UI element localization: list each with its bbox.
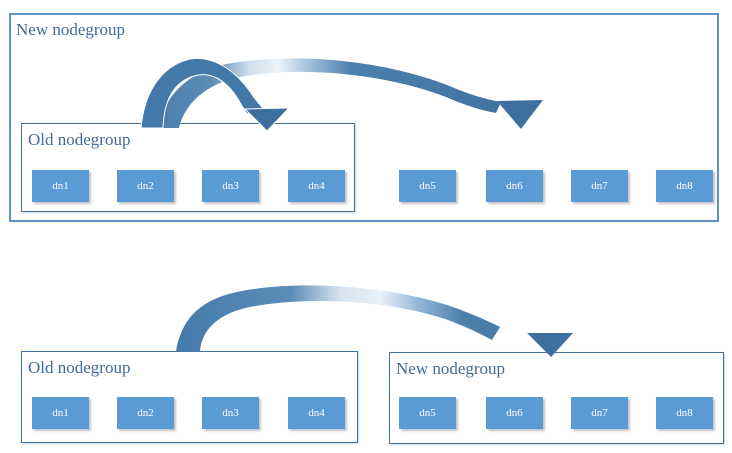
node-dn3: dn3 xyxy=(202,397,259,429)
node-dn1: dn1 xyxy=(32,170,89,202)
node-dn5: dn5 xyxy=(399,170,456,202)
node-dn2: dn2 xyxy=(117,397,174,429)
node-dn4: dn4 xyxy=(288,170,345,202)
node-dn7: dn7 xyxy=(571,397,628,429)
node-dn2: dn2 xyxy=(117,170,174,202)
node-dn4: dn4 xyxy=(288,397,345,429)
top-new-nodegroup-box xyxy=(9,13,719,222)
top-old-nodegroup-label: Old nodegroup xyxy=(28,130,131,149)
node-dn8: dn8 xyxy=(656,397,713,429)
bottom-old-nodegroup-label: Old nodegroup xyxy=(28,358,131,377)
node-dn6: dn6 xyxy=(486,397,543,429)
node-dn3: dn3 xyxy=(202,170,259,202)
node-dn1: dn1 xyxy=(32,397,89,429)
node-dn5: dn5 xyxy=(399,397,456,429)
node-dn7: dn7 xyxy=(571,170,628,202)
bottom-new-nodegroup-label: New nodegroup xyxy=(396,359,506,378)
node-dn8: dn8 xyxy=(656,170,713,202)
node-dn6: dn6 xyxy=(486,170,543,202)
curved-arrow-old-to-new-nodegroup-icon xyxy=(176,285,573,357)
top-new-nodegroup-label: New nodegroup xyxy=(16,20,126,39)
